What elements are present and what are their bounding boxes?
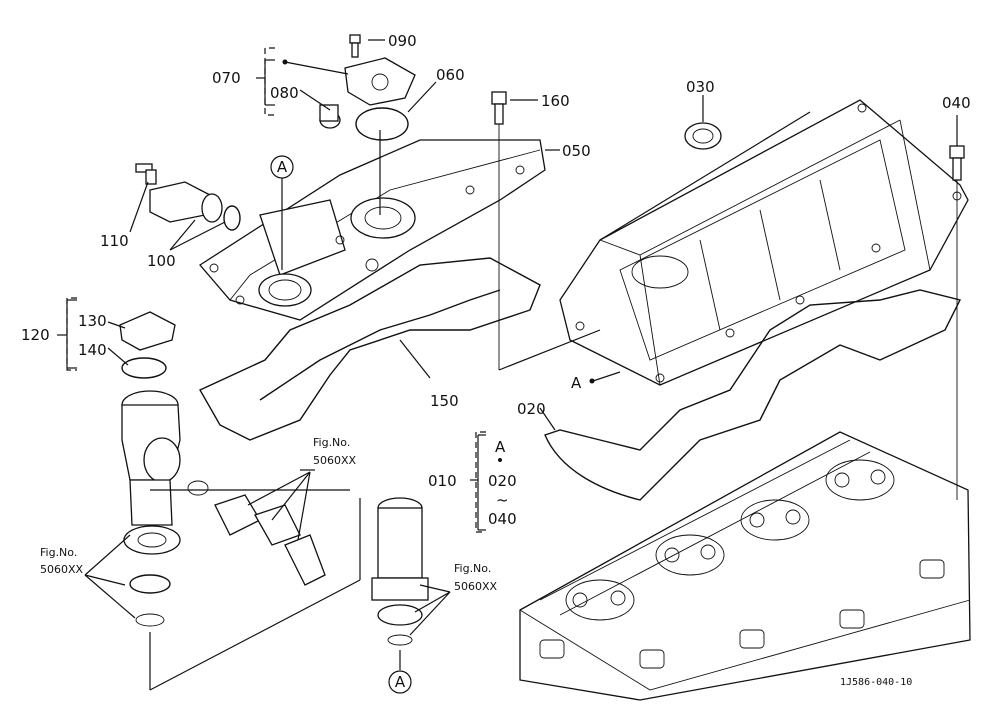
callout-150: 150 [430,392,459,410]
cylinder-head [519,431,971,701]
callout-020: 020 [517,400,546,418]
callout-060: 060 [436,66,465,84]
leader-lines [57,39,958,691]
pipe-fitting [371,497,429,646]
fig-ref-1-line1: Fig.No. [313,436,350,449]
oil-seal [684,122,722,150]
fig-ref-1-line2: 5060XX [313,454,357,467]
bolt-160 [491,91,507,370]
breather-cover [199,139,546,321]
breather-cap [319,57,416,129]
bracket-010 [475,431,486,533]
bolt-090 [349,34,361,58]
callout-130: 130 [78,312,107,330]
callout-120: 120 [21,326,50,344]
bracket-070 [264,47,275,116]
callout-010-tilde: ~ [496,491,509,509]
callout-110: 110 [100,232,129,250]
circle-ref-bottom-label: A [395,673,406,691]
fig-ref-3-line2: 5060XX [454,580,498,593]
callout-080: 080 [270,84,299,102]
circle-ref-bottom: A [388,670,412,694]
callout-010-a: A [495,438,506,456]
fig-ref-3-line1: Fig.No. [454,562,491,575]
callout-010-start: 020 [488,472,517,490]
fig-ref-2-line2: 5060XX [40,563,84,576]
callout-050: 050 [562,142,591,160]
callout-090: 090 [388,32,417,50]
callout-010: 010 [428,472,457,490]
breather-hose [187,480,326,586]
breather-gasket [199,257,541,441]
callout-140: 140 [78,341,107,359]
circle-ref-top-label: A [277,158,288,176]
bracket-120 [66,297,77,371]
head-cover [559,99,969,386]
callout-040: 040 [942,94,971,112]
callout-010-end: 040 [488,510,517,528]
callout-160: 160 [541,92,570,110]
fig-ref-2-line1: Fig.No. [40,546,77,559]
oil-filler-cap [119,311,176,379]
callout-100: 100 [147,252,176,270]
sensor-100 [135,163,241,231]
drawing-code: 1J586-040-10 [840,677,912,688]
callout-070: 070 [212,69,241,87]
callout-030: 030 [686,78,715,96]
filler-pipe [121,390,181,627]
circle-ref-top: A [270,155,294,179]
bolt-040 [949,145,965,500]
head-cover-gasket [544,289,962,501]
callout-a-main: A [571,374,582,392]
o-ring-060 [355,107,409,141]
